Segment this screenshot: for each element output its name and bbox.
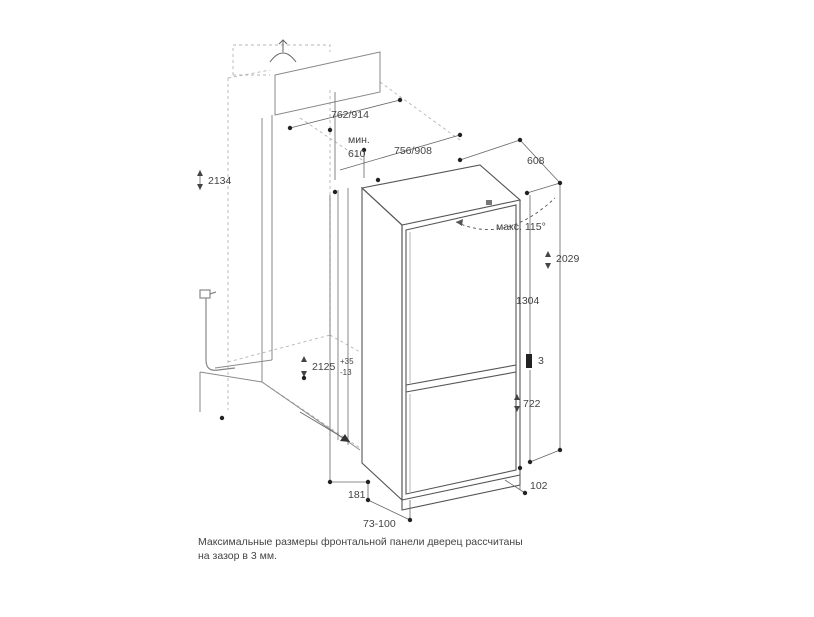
dim-gap: 3	[538, 355, 544, 367]
dim-min-label: мин.	[348, 134, 370, 146]
dimension-lines	[199, 92, 561, 521]
dim-install-height: 2125	[312, 361, 336, 373]
floor-arrowhead	[340, 434, 350, 442]
refrigerator	[360, 164, 522, 511]
dim-niche-width: 762/914	[331, 109, 369, 121]
niche-panels	[199, 51, 381, 451]
dim-install-tol-minus: -13	[340, 368, 352, 377]
dim-total-height: 2029	[556, 253, 580, 265]
dim-foot: 102	[530, 480, 548, 492]
dim-plinth-height: 73-100	[363, 518, 396, 530]
dim-install-tol-plus: +35	[340, 357, 354, 366]
dim-upper-door: 1304	[516, 295, 540, 307]
dim-max-angle: макс. 115°	[496, 221, 546, 233]
vent-icon	[269, 39, 297, 63]
caption: Максимальные размеры фронтальной панели …	[198, 535, 618, 563]
water-pipe-icon	[199, 289, 236, 371]
dim-depth: 608	[527, 155, 545, 167]
dim-plinth-depth: 181	[348, 489, 366, 501]
double-arrow-icons	[197, 170, 551, 412]
dim-niche-depth: 756/908	[394, 145, 432, 157]
door-swing-arc	[455, 197, 556, 230]
gap-marker	[526, 354, 532, 368]
dim-lower-door: 722	[523, 398, 541, 410]
caption-line-1: Максимальные размеры фронтальной панели …	[198, 536, 523, 548]
dim-niche-height: 2134	[208, 175, 232, 187]
dim-min-value: 610	[348, 148, 366, 160]
caption-line-2: на зазор в 3 мм.	[198, 550, 277, 562]
dimension-dots	[219, 97, 563, 523]
